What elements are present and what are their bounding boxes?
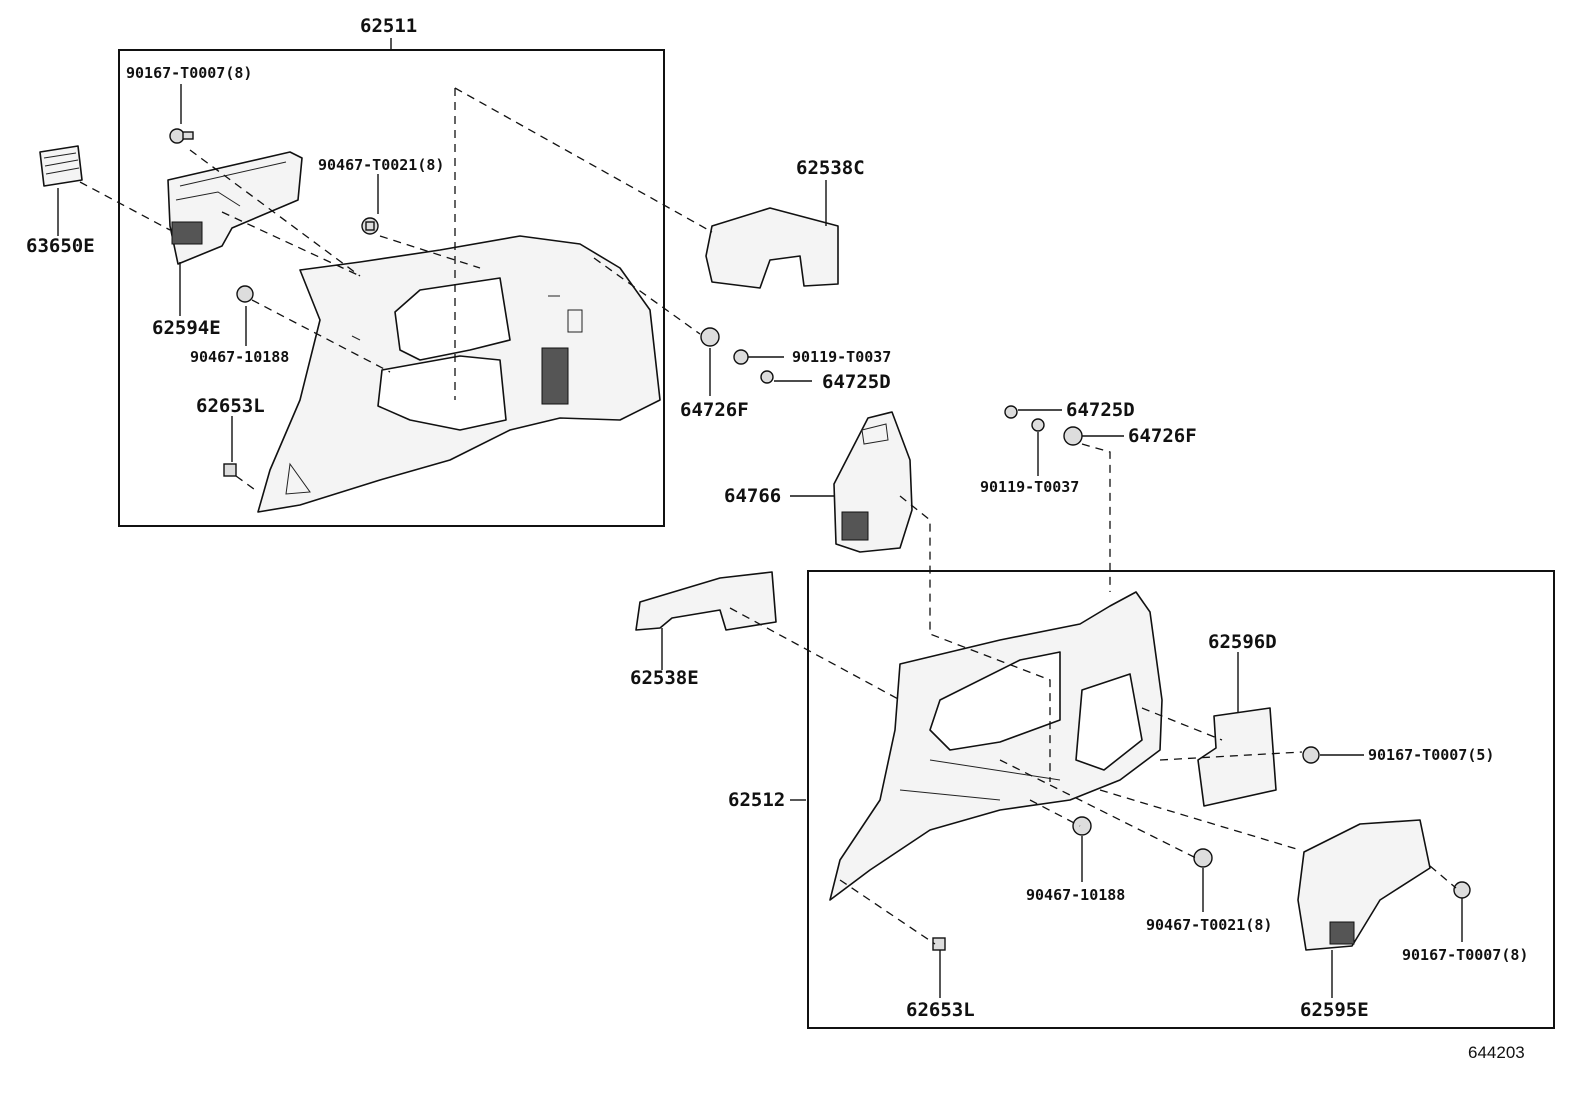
part-62511-panel [257, 235, 661, 513]
part-62595e [1297, 819, 1431, 951]
label-62511: 62511 [360, 15, 417, 37]
fastener-90167-top [169, 128, 194, 144]
label-90467-10188-top: 90467-10188 [190, 348, 289, 366]
part-64766 [833, 411, 913, 553]
part-62512-panel [829, 591, 1163, 901]
label-90467-t0021-8-top: 90467-T0021(8) [318, 156, 444, 174]
fastener-90119-top [733, 349, 749, 365]
clip-64725d-top [760, 370, 774, 384]
label-64725d-top: 64725D [822, 371, 891, 393]
assembly-frame-62512 [807, 570, 1555, 1029]
label-90467-t0021-8-bot: 90467-T0021(8) [1146, 916, 1272, 934]
label-62595e: 62595E [1300, 999, 1369, 1021]
part-62538e [635, 571, 777, 631]
fastener-90467-t0021-bot [1193, 848, 1213, 868]
label-90167-t0007-8-top: 90167-T0007(8) [126, 64, 252, 82]
part-62538c [705, 207, 839, 289]
label-62653l-bot: 62653L [906, 999, 975, 1021]
fastener-90167-5 [1302, 746, 1320, 764]
diagram-id: 644203 [1468, 1043, 1525, 1062]
label-90467-10188-bot: 90467-10188 [1026, 886, 1125, 904]
label-90119-t0037-top: 90119-T0037 [792, 348, 891, 366]
label-90119-t0037-right: 90119-T0037 [980, 478, 1079, 496]
label-90167-t0007-5: 90167-T0007(5) [1368, 746, 1494, 764]
fastener-64726f-right [1063, 426, 1083, 446]
label-64726f-right: 64726F [1128, 425, 1197, 447]
label-62538e: 62538E [630, 667, 699, 689]
label-62653l-top: 62653L [196, 395, 265, 417]
label-63650e: 63650E [26, 235, 95, 257]
label-62596d: 62596D [1208, 631, 1277, 653]
part-63650e [39, 145, 83, 187]
clip-62653l-bot [932, 937, 946, 951]
leader-lines [57, 38, 1463, 998]
label-90167-t0007-8-bot: 90167-T0007(8) [1402, 946, 1528, 964]
label-64726f-top: 64726F [680, 399, 749, 421]
fastener-64726f-top [700, 327, 720, 347]
part-62594e [167, 151, 303, 265]
assembly-dashed-lines [79, 87, 1457, 945]
clip-64725d-right [1004, 405, 1018, 419]
fastener-90119-right [1031, 418, 1045, 432]
fastener-90467-10188-top [236, 285, 254, 303]
part-62596d [1197, 707, 1277, 807]
clip-62653l-top [223, 463, 237, 477]
fastener-90467-t0021-top [361, 217, 379, 235]
label-62512: 62512 [728, 789, 785, 811]
label-64766: 64766 [724, 485, 781, 507]
label-62538c: 62538C [796, 157, 865, 179]
label-64725d-right: 64725D [1066, 399, 1135, 421]
fastener-90467-10188-bot [1072, 816, 1092, 836]
label-62594e: 62594E [152, 317, 221, 339]
fastener-90167-8-bot [1453, 881, 1471, 899]
